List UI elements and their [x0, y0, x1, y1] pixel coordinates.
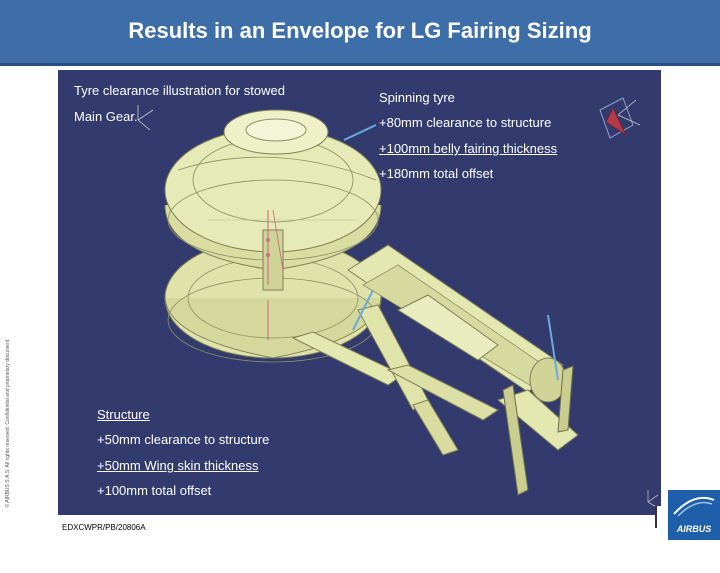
spinning-tyre-heading: Spinning tyre [379, 90, 455, 105]
landing-gear-illustration [137, 97, 659, 509]
slide-edge-marker [655, 506, 662, 528]
spinning-tyre-fairing: +100mm belly fairing thickness [379, 141, 558, 156]
callout-arrow-right [547, 314, 559, 381]
airbus-logo: AIRBUS [668, 490, 720, 540]
title-rule [0, 63, 720, 66]
drag-brace [291, 304, 579, 456]
structure-wing-skin: +50mm Wing skin thickness [97, 458, 259, 473]
spinning-tyre-clearance: +80mm clearance to structure [379, 115, 552, 130]
cad-viewport[interactable]: Tyre clearance illustration for stowed M… [58, 70, 661, 515]
axis-triad [137, 105, 154, 131]
axle-hub [262, 229, 284, 291]
spinning-tyre-total: +180mm total offset [379, 166, 494, 181]
callout-arrow-center [352, 289, 374, 331]
oleo-strut [347, 244, 567, 403]
logo-swoosh-icon [673, 496, 715, 517]
structure-clearance: +50mm clearance to structure [97, 432, 270, 447]
clearance-lines [208, 209, 358, 340]
caption-line-2: Main Gear. [74, 109, 138, 124]
title-bar: Results in an Envelope for LG Fairing Si… [0, 0, 720, 66]
actuator-rod [502, 365, 574, 496]
structure-heading: Structure [97, 407, 150, 422]
document-reference: EDXCWPR/PB/20806A [62, 523, 146, 532]
slide-title: Results in an Envelope for LG Fairing Si… [128, 18, 592, 43]
logo-text: AIRBUS [676, 524, 712, 534]
copyright-notice: © AIRBUS S.A.S. All rights reserved. Con… [5, 338, 11, 508]
structure-total: +100mm total offset [97, 483, 212, 498]
caption-line-1: Tyre clearance illustration for stowed [74, 83, 285, 98]
callout-arrow-top [343, 124, 377, 141]
compass-widget[interactable] [599, 97, 641, 139]
